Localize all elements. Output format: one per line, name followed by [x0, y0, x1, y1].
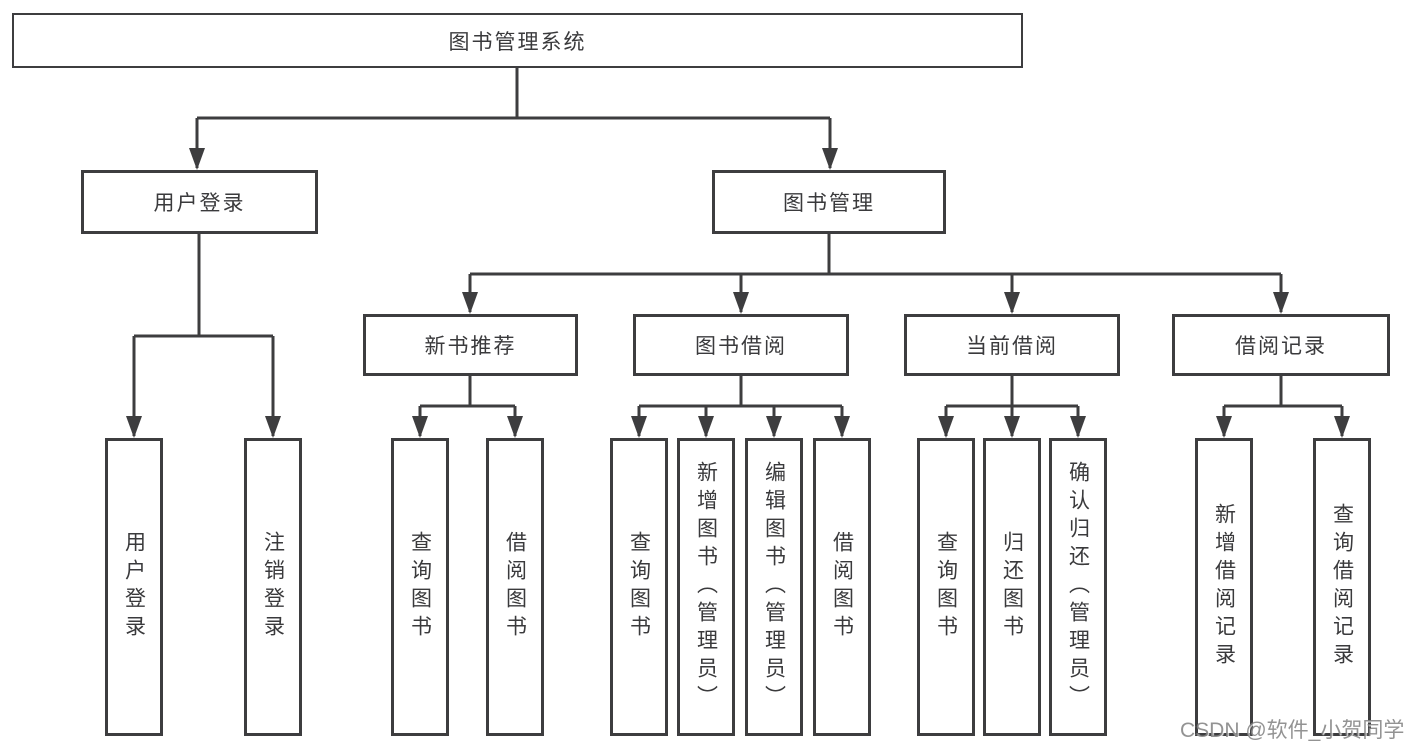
node-new-book-recommend: 新书推荐: [363, 314, 578, 376]
leaf-user-login-label: 用户登录: [122, 531, 146, 643]
csdn-watermark: CSDN @软件_小贺同学: [1180, 719, 1405, 742]
leaf-logout: 注销登录: [244, 438, 302, 736]
leaf-bb-query-book: 查询图书: [610, 438, 668, 736]
node-borrow-record-label: 借阅记录: [1235, 335, 1327, 358]
node-book-management: 图书管理: [712, 170, 946, 234]
leaf-bb-borrow-book-label: 借阅图书: [830, 531, 854, 643]
node-book-management-label: 图书管理: [783, 192, 875, 215]
node-user-login: 用户登录: [81, 170, 318, 234]
leaf-logout-label: 注销登录: [261, 531, 285, 643]
leaf-cb-confirm-return-admin-label: 确认归还（管理员）: [1066, 461, 1090, 713]
leaf-cb-query-book: 查询图书: [917, 438, 975, 736]
leaf-br-query-record: 查询借阅记录: [1313, 438, 1371, 736]
node-current-borrow: 当前借阅: [904, 314, 1120, 376]
leaf-bb-edit-book-admin: 编辑图书（管理员）: [745, 438, 803, 736]
leaf-rec-borrow-book: 借阅图书: [486, 438, 544, 736]
node-book-borrow-label: 图书借阅: [695, 335, 787, 358]
leaf-bb-query-book-label: 查询图书: [627, 531, 651, 643]
leaf-rec-query-book-label: 查询图书: [408, 531, 432, 643]
node-new-book-recommend-label: 新书推荐: [424, 335, 517, 358]
leaf-cb-query-book-label: 查询图书: [934, 531, 958, 643]
node-book-borrow: 图书借阅: [633, 314, 849, 376]
leaf-br-add-record: 新增借阅记录: [1195, 438, 1253, 736]
leaf-br-add-record-label: 新增借阅记录: [1212, 503, 1236, 671]
leaf-rec-query-book: 查询图书: [391, 438, 449, 736]
node-root-label: 图书管理系统: [448, 30, 587, 54]
node-root-system: 图书管理系统: [12, 13, 1023, 68]
leaf-rec-borrow-book-label: 借阅图书: [503, 531, 527, 643]
leaf-bb-add-book-admin: 新增图书（管理员）: [677, 438, 735, 736]
node-current-borrow-label: 当前借阅: [966, 335, 1058, 358]
node-borrow-record: 借阅记录: [1172, 314, 1390, 376]
leaf-bb-add-book-admin-label: 新增图书（管理员）: [694, 461, 718, 713]
node-user-login-label: 用户登录: [153, 192, 246, 215]
leaf-cb-return-book: 归还图书: [983, 438, 1041, 736]
leaf-user-login: 用户登录: [105, 438, 163, 736]
leaf-br-query-record-label: 查询借阅记录: [1330, 503, 1354, 671]
leaf-bb-edit-book-admin-label: 编辑图书（管理员）: [762, 461, 786, 713]
leaf-cb-confirm-return-admin: 确认归还（管理员）: [1049, 438, 1107, 736]
arrowheads: [126, 148, 1350, 438]
leaf-cb-return-book-label: 归还图书: [1000, 531, 1024, 643]
leaf-bb-borrow-book: 借阅图书: [813, 438, 871, 736]
